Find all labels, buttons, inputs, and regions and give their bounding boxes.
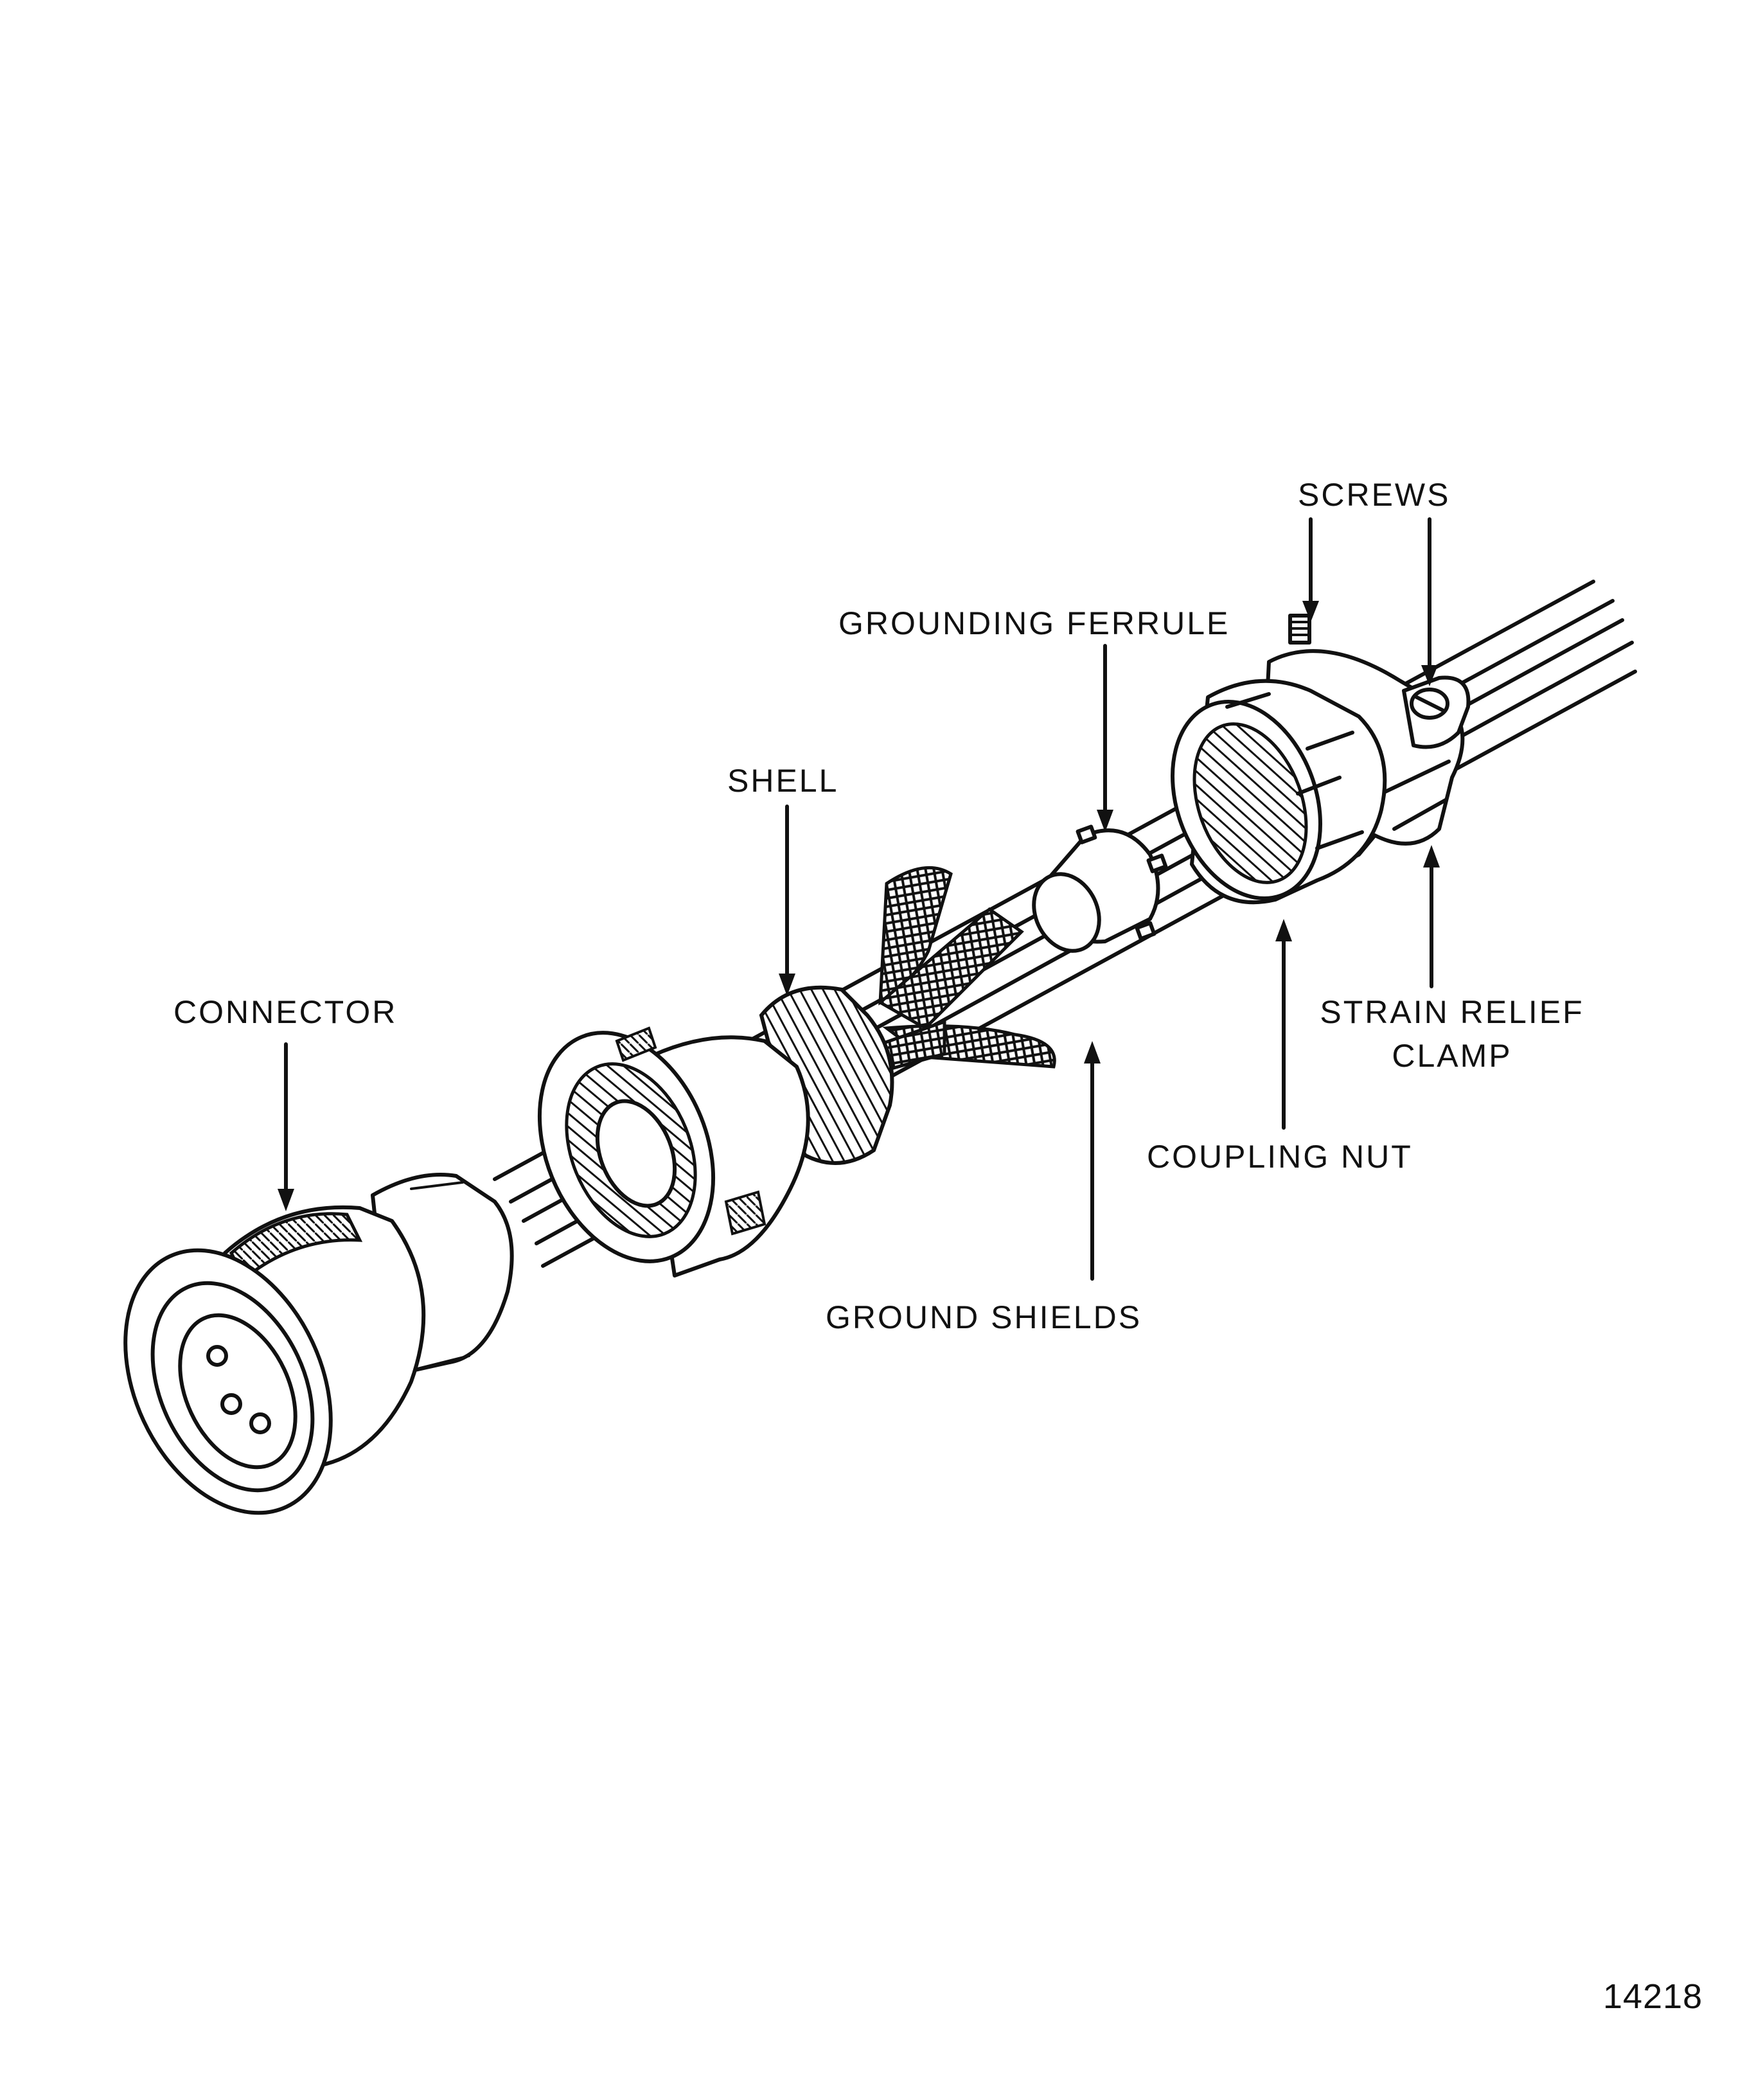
contact-pin [206, 1345, 228, 1367]
shell [537, 985, 894, 1277]
label-strain-relief-line2: CLAMP [1392, 1038, 1512, 1074]
contact-pin [220, 1393, 242, 1415]
grounding-ferrule [1032, 824, 1168, 953]
label-strain-relief-line1: STRAIN RELIEF [1320, 994, 1584, 1030]
coupling-nut [1171, 679, 1387, 905]
label-strain-relief-clamp: STRAIN RELIEF CLAMP [1304, 996, 1600, 1072]
label-grounding-ferrule: GROUNDING FERRULE [838, 605, 1230, 641]
label-shell: SHELL [727, 763, 839, 799]
label-coupling-nut: COUPLING NUT [1147, 1139, 1413, 1175]
ground-shields [877, 866, 1056, 1072]
leader-arrows [278, 517, 1440, 1281]
label-connector: CONNECTOR [173, 994, 398, 1030]
figure-number: 14218 [1603, 1977, 1703, 2016]
label-screws: SCREWS [1298, 477, 1451, 513]
contact-pin [249, 1412, 271, 1434]
connector [123, 1173, 514, 1515]
label-ground-shields: GROUND SHIELDS [826, 1299, 1142, 1335]
